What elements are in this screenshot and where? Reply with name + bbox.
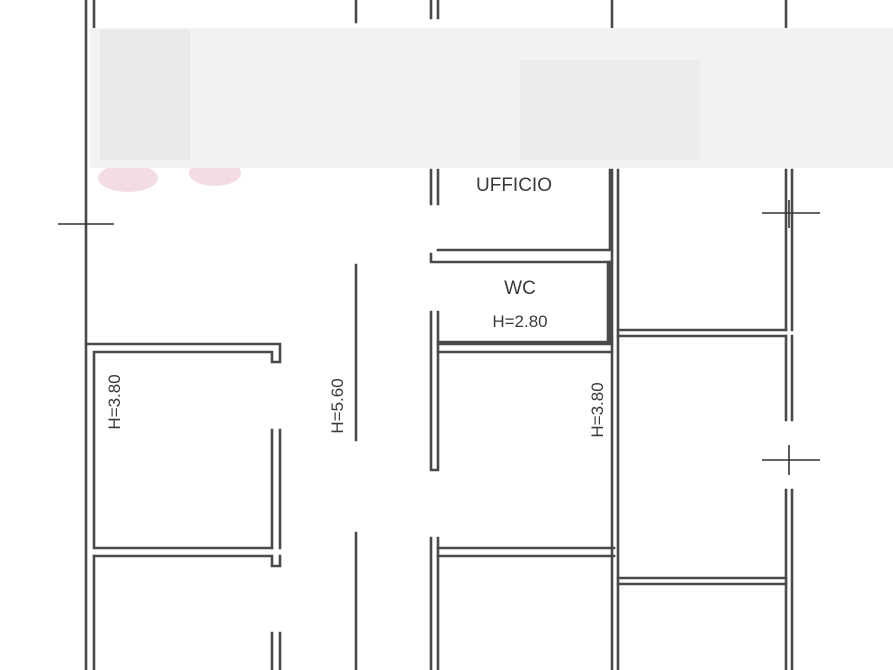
section-mark-right-top bbox=[762, 200, 820, 228]
outer-left-wall bbox=[84, 0, 96, 670]
left-room-walls bbox=[84, 342, 282, 670]
right-room-height-label: H=3.80 bbox=[588, 382, 607, 437]
wc-label: WC bbox=[504, 278, 536, 299]
corridor-height-label: H=5.60 bbox=[328, 378, 347, 433]
office-wc-walls bbox=[429, 0, 616, 670]
section-mark-right-bottom bbox=[762, 445, 820, 475]
office-label: UFFICIO bbox=[476, 175, 552, 196]
redaction-blur-band bbox=[90, 28, 893, 168]
left-room-height-label: H=3.80 bbox=[105, 374, 124, 429]
right-column-walls bbox=[610, 0, 794, 670]
wc-height-label: H=2.80 bbox=[492, 312, 547, 331]
